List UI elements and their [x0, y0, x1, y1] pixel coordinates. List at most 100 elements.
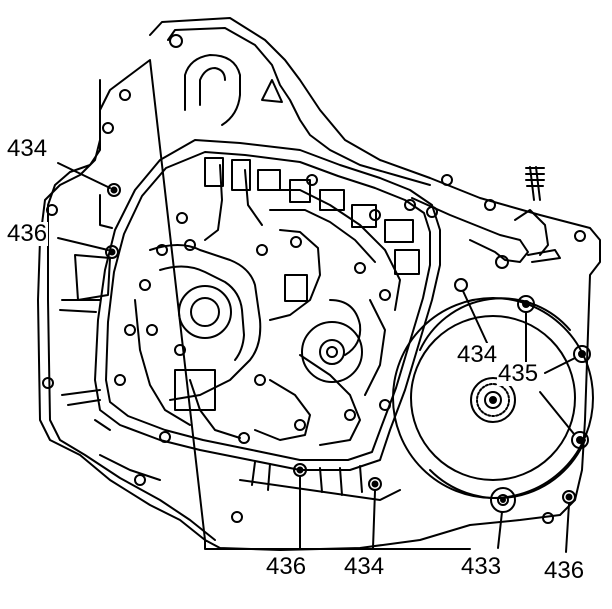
check-ball-hole [290, 236, 302, 248]
servo-cover-hub-center [489, 396, 497, 404]
valve-cavity [289, 179, 311, 203]
fluid-passage [299, 354, 361, 446]
bolt-435-right-head [578, 350, 586, 358]
valve-body-plate [94, 139, 441, 471]
check-ball-hole [294, 419, 306, 431]
check-ball-hole [184, 239, 196, 251]
case-bolt-boss [231, 511, 243, 523]
linkage-rod [529, 166, 541, 201]
bolt-435-lower [571, 431, 589, 449]
valve-bore [178, 285, 232, 339]
triangle-mark [261, 79, 283, 103]
linkage-rod-threads [525, 167, 545, 187]
bolt-435-right [573, 345, 591, 363]
case-bolt-boss [484, 199, 496, 211]
valve-cavity [384, 219, 414, 243]
check-ball-hole [238, 432, 250, 444]
check-ball-hole [369, 209, 381, 221]
servo-cover-arc [429, 439, 586, 500]
check-ball-hole [174, 344, 186, 356]
check-ball-hole [379, 289, 391, 301]
left-ledge [99, 194, 113, 229]
callout-434-bottom: 434 [343, 553, 386, 580]
fluid-passage [204, 164, 223, 241]
case-bolt-boss [574, 230, 586, 242]
callout-436-bottom-right: 436 [543, 557, 586, 584]
linkage-pin [527, 249, 561, 263]
fluid-passage [269, 229, 321, 321]
valve-cavity [284, 274, 308, 302]
check-ball-hole [306, 174, 318, 186]
check-ball-hole [354, 262, 366, 274]
case-bolt-boss [46, 204, 58, 216]
leader-434-bottom [372, 490, 376, 549]
bolt-435-top-head [522, 300, 530, 308]
bolt-434-upper-left [107, 183, 121, 197]
case-bolt-boss [169, 34, 183, 48]
fluid-passage [159, 265, 245, 361]
check-ball-hole [344, 409, 356, 421]
case-bolt-boss [542, 512, 554, 524]
leader-435-to-right [544, 357, 576, 374]
left-rib [59, 299, 101, 406]
valve-body-plate-inner [105, 151, 431, 461]
bottom-left-flange [94, 419, 161, 481]
fluid-passage [134, 299, 191, 426]
case-bolt-boss [119, 89, 131, 101]
bolt-435-lower-head [576, 436, 584, 444]
check-ball-hole [139, 279, 151, 291]
top-casting [167, 27, 431, 186]
fluid-passage [364, 299, 386, 396]
callout-435-right: 435 [497, 360, 540, 387]
servo-cover-hub-inner [484, 391, 502, 409]
callout-436-bottom-left: 436 [265, 553, 308, 580]
valve-body-tabs [251, 461, 363, 496]
leader-433 [497, 511, 503, 549]
bolt-436-bottom-right-head [565, 493, 573, 501]
fluid-passage [254, 379, 311, 441]
case-bolt-boss [102, 122, 114, 134]
leader-434-right [462, 290, 489, 346]
hook-casting [184, 54, 241, 126]
leader-435-to-lower [539, 391, 575, 435]
check-ball-hole [114, 374, 126, 386]
valve-cavity [231, 159, 251, 191]
bolt-434-bottom-head [371, 480, 379, 488]
bolt-433-center [500, 497, 506, 503]
check-ball-hole [156, 244, 168, 256]
check-ball-hole [176, 212, 188, 224]
linkage-pivot [495, 255, 509, 269]
bolt-434-upper-left-head [110, 186, 118, 194]
valve-cavity [319, 189, 345, 211]
case-bolt-boss [134, 474, 146, 486]
bolt-436-bottom-right [562, 490, 576, 504]
case-bolt-boss [441, 174, 453, 186]
check-ball-hole [146, 324, 158, 336]
fluid-passage [269, 209, 376, 263]
valve-cavity [257, 169, 281, 191]
fluid-passage [244, 169, 263, 226]
case-bolt-boss [42, 377, 54, 389]
leader-434-upper-left [57, 162, 111, 189]
valve-cavity [394, 249, 420, 275]
left-gusset [74, 254, 111, 301]
valve-cavity [351, 204, 377, 228]
fluid-passage [149, 244, 262, 401]
check-ball-hole [254, 374, 266, 386]
check-ball-hole [379, 399, 391, 411]
fluid-passage [259, 189, 401, 311]
callout-434-upper-left: 434 [6, 135, 49, 162]
callout-434-right-center: 434 [456, 341, 499, 368]
callout-433-bottom: 433 [460, 553, 503, 580]
fluid-passage [329, 299, 362, 356]
bolt-433-head [497, 494, 509, 506]
servo-cover-ring [410, 315, 576, 481]
bolt-436-left [105, 245, 119, 259]
callout-436-left: 436 [6, 220, 49, 247]
servo-cover-hub-teeth [476, 383, 510, 417]
valve-bore [319, 339, 345, 365]
bolt-436-bottom-left-head [296, 466, 304, 474]
check-ball-hole [404, 199, 416, 211]
